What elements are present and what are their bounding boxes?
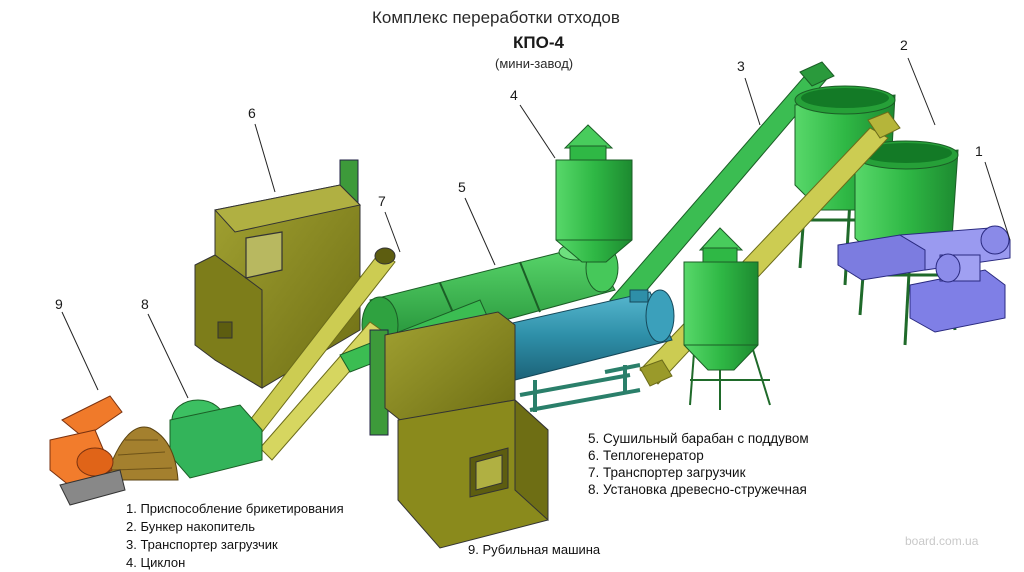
legend-left: 1. Приспособление брикетирования 2. Бунк…: [126, 500, 344, 572]
heat-generator-front: [369, 311, 549, 549]
legend-item-3: 3. Транспортер загрузчик: [126, 537, 278, 552]
diagram-title: Комплекс переработки отходов: [372, 8, 620, 27]
heat-generator-6: [194, 159, 362, 389]
callout-6: 6: [248, 105, 256, 121]
cyclone-4-front: [683, 227, 771, 410]
chip-unit-8: [169, 399, 263, 479]
model-name: КПО-4: [513, 33, 564, 52]
callout-lines: [61, 57, 1011, 399]
drying-drum-blue-5: [489, 289, 675, 412]
legend-item-9: 9. Рубильная машина: [468, 542, 601, 557]
legend-item-2: 2. Бункер накопитель: [126, 519, 256, 534]
legend-item-7: 7. Транспортер загрузчик: [588, 465, 746, 480]
briquetting-device-1: [837, 225, 1011, 333]
callout-8: 8: [141, 296, 149, 312]
callout-7: 7: [378, 193, 386, 209]
chip-pile: [104, 426, 179, 481]
chipping-machine-9: [49, 395, 126, 506]
callout-5: 5: [458, 179, 466, 195]
legend-item-4: 4. Циклон: [126, 555, 186, 570]
callout-9: 9: [55, 296, 63, 312]
legend-item-1: 1. Приспособление брикетирования: [126, 501, 344, 516]
legend-item-8: 8. Установка древесно-стружечная: [588, 482, 807, 497]
callout-2: 2: [900, 37, 908, 53]
callout-3: 3: [737, 58, 745, 74]
callout-1: 1: [975, 143, 983, 159]
cyclone-4-back: [555, 124, 633, 263]
legend-right: 5. Сушильный барабан с поддувом 6. Тепло…: [588, 430, 809, 498]
legend-item-5: 5. Сушильный барабан с поддувом: [588, 431, 809, 446]
callout-4: 4: [510, 87, 518, 103]
model-note: (мини-завод): [495, 56, 574, 71]
legend-item-6: 6. Теплогенератор: [588, 448, 704, 463]
watermark: board.com.ua: [905, 534, 979, 548]
